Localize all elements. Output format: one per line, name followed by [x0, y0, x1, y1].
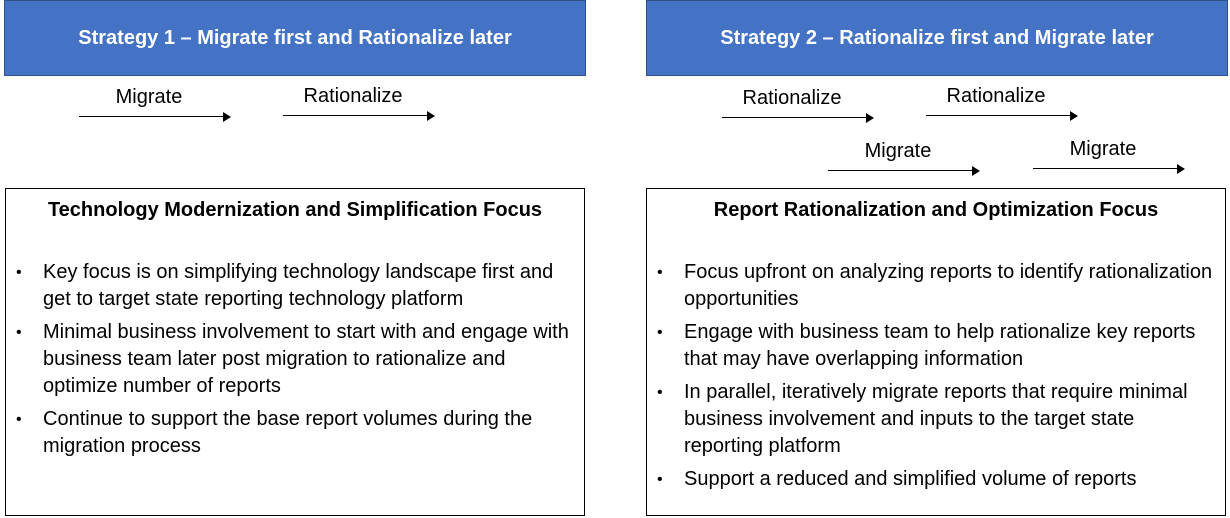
bullet-icon: •	[16, 324, 22, 341]
list-item: • Support a reduced and simplified volume…	[647, 466, 1225, 493]
strategy-2-focus-box: Report Rationalization and Optimization …	[646, 188, 1226, 516]
list-item: • Key focus is on simplifying technology …	[6, 259, 584, 313]
flow-label: Rationalize	[303, 85, 403, 107]
arrow-right-icon	[283, 111, 435, 121]
bullet-list: • Focus upfront on analyzing reports to i…	[647, 259, 1225, 499]
flow-label: Rationalize	[946, 85, 1046, 107]
bullet-text: Engage with business team to help ration…	[684, 321, 1196, 370]
box-title: Report Rationalization and Optimization …	[713, 199, 1159, 221]
bullet-icon: •	[657, 264, 663, 281]
bullet-text: Focus upfront on analyzing reports to id…	[684, 261, 1213, 310]
arrow-right-icon	[722, 113, 874, 123]
s2-flow-rationalize-1: Rationalize	[722, 86, 874, 126]
bullet-text: Support a reduced and simplified volume …	[684, 468, 1137, 490]
flow-label: Migrate	[1069, 138, 1137, 160]
list-item: • Engage with business team to help ratio…	[647, 319, 1225, 373]
flow-label: Migrate	[864, 140, 932, 162]
strategy-1-title: Strategy 1 – Migrate first and Rationali…	[78, 26, 512, 49]
bullet-list: • Key focus is on simplifying technology …	[6, 259, 584, 466]
box-title: Technology Modernization and Simplificat…	[47, 199, 543, 221]
bullet-icon: •	[657, 384, 663, 401]
arrow-right-icon	[1033, 164, 1185, 174]
arrow-right-icon	[828, 166, 980, 176]
strategy-1-focus-box: Technology Modernization and Simplificat…	[5, 188, 585, 516]
strategy-2-title: Strategy 2 – Rationalize first and Migra…	[720, 26, 1154, 49]
s2-flow-migrate-1: Migrate	[828, 139, 980, 179]
bullet-text: Key focus is on simplifying technology l…	[43, 261, 554, 310]
bullet-icon: •	[657, 471, 663, 488]
bullet-text: Minimal business involvement to start wi…	[43, 321, 569, 397]
s2-flow-migrate-2: Migrate	[1033, 137, 1185, 177]
list-item: • Minimal business involvement to start w…	[6, 319, 584, 400]
strategy-1-header: Strategy 1 – Migrate first and Rationali…	[4, 0, 586, 76]
list-item: • Continue to support the base report vol…	[6, 406, 584, 460]
arrow-right-icon	[926, 111, 1078, 121]
s2-flow-rationalize-2: Rationalize	[926, 84, 1078, 124]
bullet-text: In parallel, iteratively migrate reports…	[684, 381, 1188, 457]
s1-flow-migrate: Migrate	[79, 85, 231, 125]
arrow-right-icon	[79, 112, 231, 122]
bullet-icon: •	[657, 324, 663, 341]
s1-flow-rationalize: Rationalize	[283, 84, 435, 124]
list-item: • In parallel, iteratively migrate report…	[647, 379, 1225, 460]
bullet-text: Continue to support the base report volu…	[43, 408, 533, 457]
list-item: • Focus upfront on analyzing reports to i…	[647, 259, 1225, 313]
strategy-2-header: Strategy 2 – Rationalize first and Migra…	[646, 0, 1228, 76]
flow-label: Migrate	[115, 86, 183, 108]
bullet-icon: •	[16, 264, 22, 281]
bullet-icon: •	[16, 411, 22, 428]
flow-label: Rationalize	[742, 87, 842, 109]
